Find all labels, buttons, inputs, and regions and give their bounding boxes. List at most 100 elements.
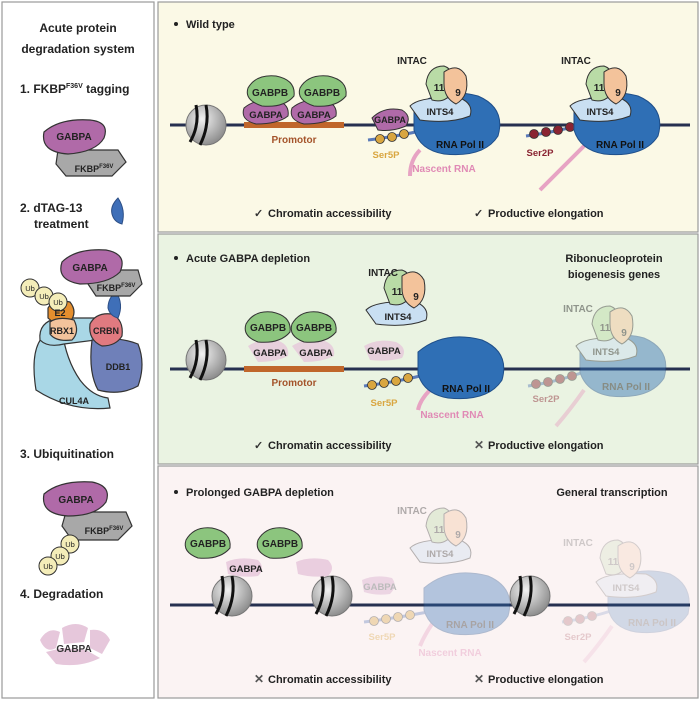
left-panel: Acute protein degradation system 1. FKBP… — [20, 21, 143, 666]
prolonged-nascent-label: Nascent RNA — [418, 648, 481, 659]
acute-ser5p-dot-2 — [379, 378, 389, 388]
fkbp-label: FKBPF36V — [75, 164, 114, 174]
prolonged-nascent-rna-1 — [418, 622, 434, 647]
acute-chromatin-label: Chromatin accessibility — [268, 440, 392, 452]
acute-rnapol-2 — [579, 334, 667, 398]
prolonged-nucleosome-1 — [211, 575, 253, 617]
step1-gabpa-fkbp: GABPA FKBPF36V — [42, 119, 127, 177]
prolonged-nucleosome-3 — [509, 575, 551, 617]
prolonged-rnapol-1-label: RNA Pol II — [446, 620, 494, 631]
wt-intac-1-label: INTAC — [397, 56, 427, 67]
ddb1-protein — [90, 338, 143, 393]
wt-chromatin-mark: ✓ — [254, 208, 263, 220]
step1-label: 1. FKBPF36V tagging — [20, 82, 129, 96]
wt-promotor-label: Promotor — [272, 135, 317, 146]
prolonged-ints4-2-label: INTS4 — [613, 583, 641, 594]
prolonged-intac-1-label: INTAC — [397, 506, 427, 517]
acute-elongation-mark: ✕ — [474, 438, 484, 452]
prolonged-elongation-label: Productive elongation — [488, 674, 604, 686]
acute-chromatin-mark: ✓ — [254, 440, 263, 452]
acute-ser5p-dot-4 — [403, 373, 413, 383]
prolonged-rnapol-2-label: RNA Pol II — [628, 618, 676, 629]
left-title-line1: Acute protein — [39, 21, 116, 35]
fragment-1 — [40, 630, 60, 650]
wt-rnapol-2-label: RNA Pol II — [596, 140, 644, 151]
wt-ser5p-label: Ser5P — [373, 150, 401, 161]
acute-rnapol-1-label: RNA Pol II — [442, 384, 490, 395]
gabpa-ub-label: GABPA — [58, 495, 93, 506]
wt-gabpb-1 — [246, 75, 295, 107]
ub-3 — [48, 292, 68, 312]
wild-type-content: Wild type Promotor GABPB GABPB GABPA GAB… — [170, 19, 690, 220]
acute-title: Acute GABPA depletion — [186, 253, 310, 265]
gabpa-label: GABPA — [56, 132, 91, 143]
acute-bullet — [174, 256, 178, 260]
acute-intac-2-label: INTAC — [563, 304, 593, 315]
wt-intac-2-label: INTAC — [561, 56, 591, 67]
prolonged-faded-polii-2: Ser2P RNA Pol II INTS4 11 9 INTAC — [561, 538, 690, 664]
wt-gabpa-1-label: GABPA — [249, 110, 283, 121]
prolonged-intac-2-label: INTAC — [563, 538, 593, 549]
ub-1-label: Ub — [25, 284, 35, 293]
acute-ctd-2 — [527, 370, 585, 388]
prolonged-ser2p-dot-2 — [575, 614, 585, 624]
wt-ints4-1-label: INTS4 — [427, 107, 455, 118]
dtag13-bound — [107, 291, 122, 319]
acute-ser5p-dot-3 — [391, 376, 401, 386]
wt-elongation-mark: ✓ — [474, 208, 483, 220]
wt-intac-9b — [603, 67, 628, 105]
gabpa-bound-label: GABPA — [72, 263, 107, 274]
acute-gabpb-1-label: GABPB — [250, 323, 286, 334]
prolonged-ints4-2 — [595, 573, 658, 598]
prolonged-nucleosome-2 — [311, 575, 353, 617]
crbn-protein — [89, 313, 123, 347]
acute-ser2p-dot-4 — [567, 371, 577, 381]
wt-gabpa-2-label: GABPA — [297, 110, 331, 121]
ub-a-label: Ub — [65, 540, 75, 549]
prolonged-ctd-1 — [363, 610, 429, 624]
ub-2-label: Ub — [39, 292, 49, 301]
prolonged-rnapol-1 — [423, 572, 511, 636]
prolonged-intac-11b — [599, 539, 629, 576]
acute-ints4-2-label: INTS4 — [593, 347, 621, 358]
wt-chromatin-label: Chromatin accessibility — [268, 208, 392, 220]
wt-ser5p-dot-2 — [387, 132, 397, 142]
prolonged-nascent-rna-2 — [582, 624, 614, 664]
acute-gabpb-2-label: GABPB — [296, 323, 332, 334]
wt-promotor-bar — [244, 122, 344, 128]
acute-side-label-2: biogenesis genes — [568, 269, 660, 281]
prolonged-ser5p-dot-1 — [369, 616, 379, 626]
acute-gabpa-frag-2 — [292, 339, 335, 362]
wt-intac-9-label: 9 — [455, 88, 461, 99]
wt-nascent-rna-1 — [408, 148, 422, 177]
prolonged-chromatin-mark: ✕ — [254, 672, 264, 686]
acute-gabpa-1-label: GABPA — [253, 348, 287, 359]
wt-nascent-label: Nascent RNA — [412, 164, 475, 175]
acute-promotor-label: Promotor — [272, 378, 317, 389]
wt-gabpb-2 — [298, 75, 347, 107]
prolonged-intac-9b-label: 9 — [629, 562, 635, 573]
wt-ser5p-dot-3 — [399, 129, 409, 139]
wt-bullet — [174, 22, 178, 26]
acute-gabpa-2-label: GABPA — [299, 348, 333, 359]
acute-ser5p-dot-1 — [367, 380, 377, 390]
prolonged-gabpa-3-label: GABPA — [363, 582, 397, 593]
wt-ser2p-dot-1 — [529, 129, 539, 139]
acute-faded-polii: Ser2P RNA Pol II INTS4 11 9 INTAC — [527, 304, 667, 428]
cul4a-label: CUL4A — [59, 396, 90, 406]
fragment-4 — [46, 648, 100, 666]
acute-nascent-rna-2 — [554, 388, 586, 428]
fragment-3 — [90, 629, 110, 654]
acute-side-label-1: Ribonucleoprotein — [565, 253, 662, 265]
fkbp-ub-label: FKBPF36V — [85, 526, 124, 536]
acute-intac-11-label: 11 — [392, 287, 403, 298]
ddb1-label: DDB1 — [106, 362, 131, 372]
acute-gabpb-2 — [290, 311, 337, 343]
wt-intac-11b-label: 11 — [594, 83, 605, 94]
wt-title: Wild type — [186, 19, 235, 31]
prolonged-intac-9 — [443, 509, 468, 547]
acute-ser2p-dot-1 — [531, 379, 541, 389]
prolonged-side-label: General transcription — [556, 487, 668, 499]
fkbp-tag-ub — [61, 511, 133, 541]
